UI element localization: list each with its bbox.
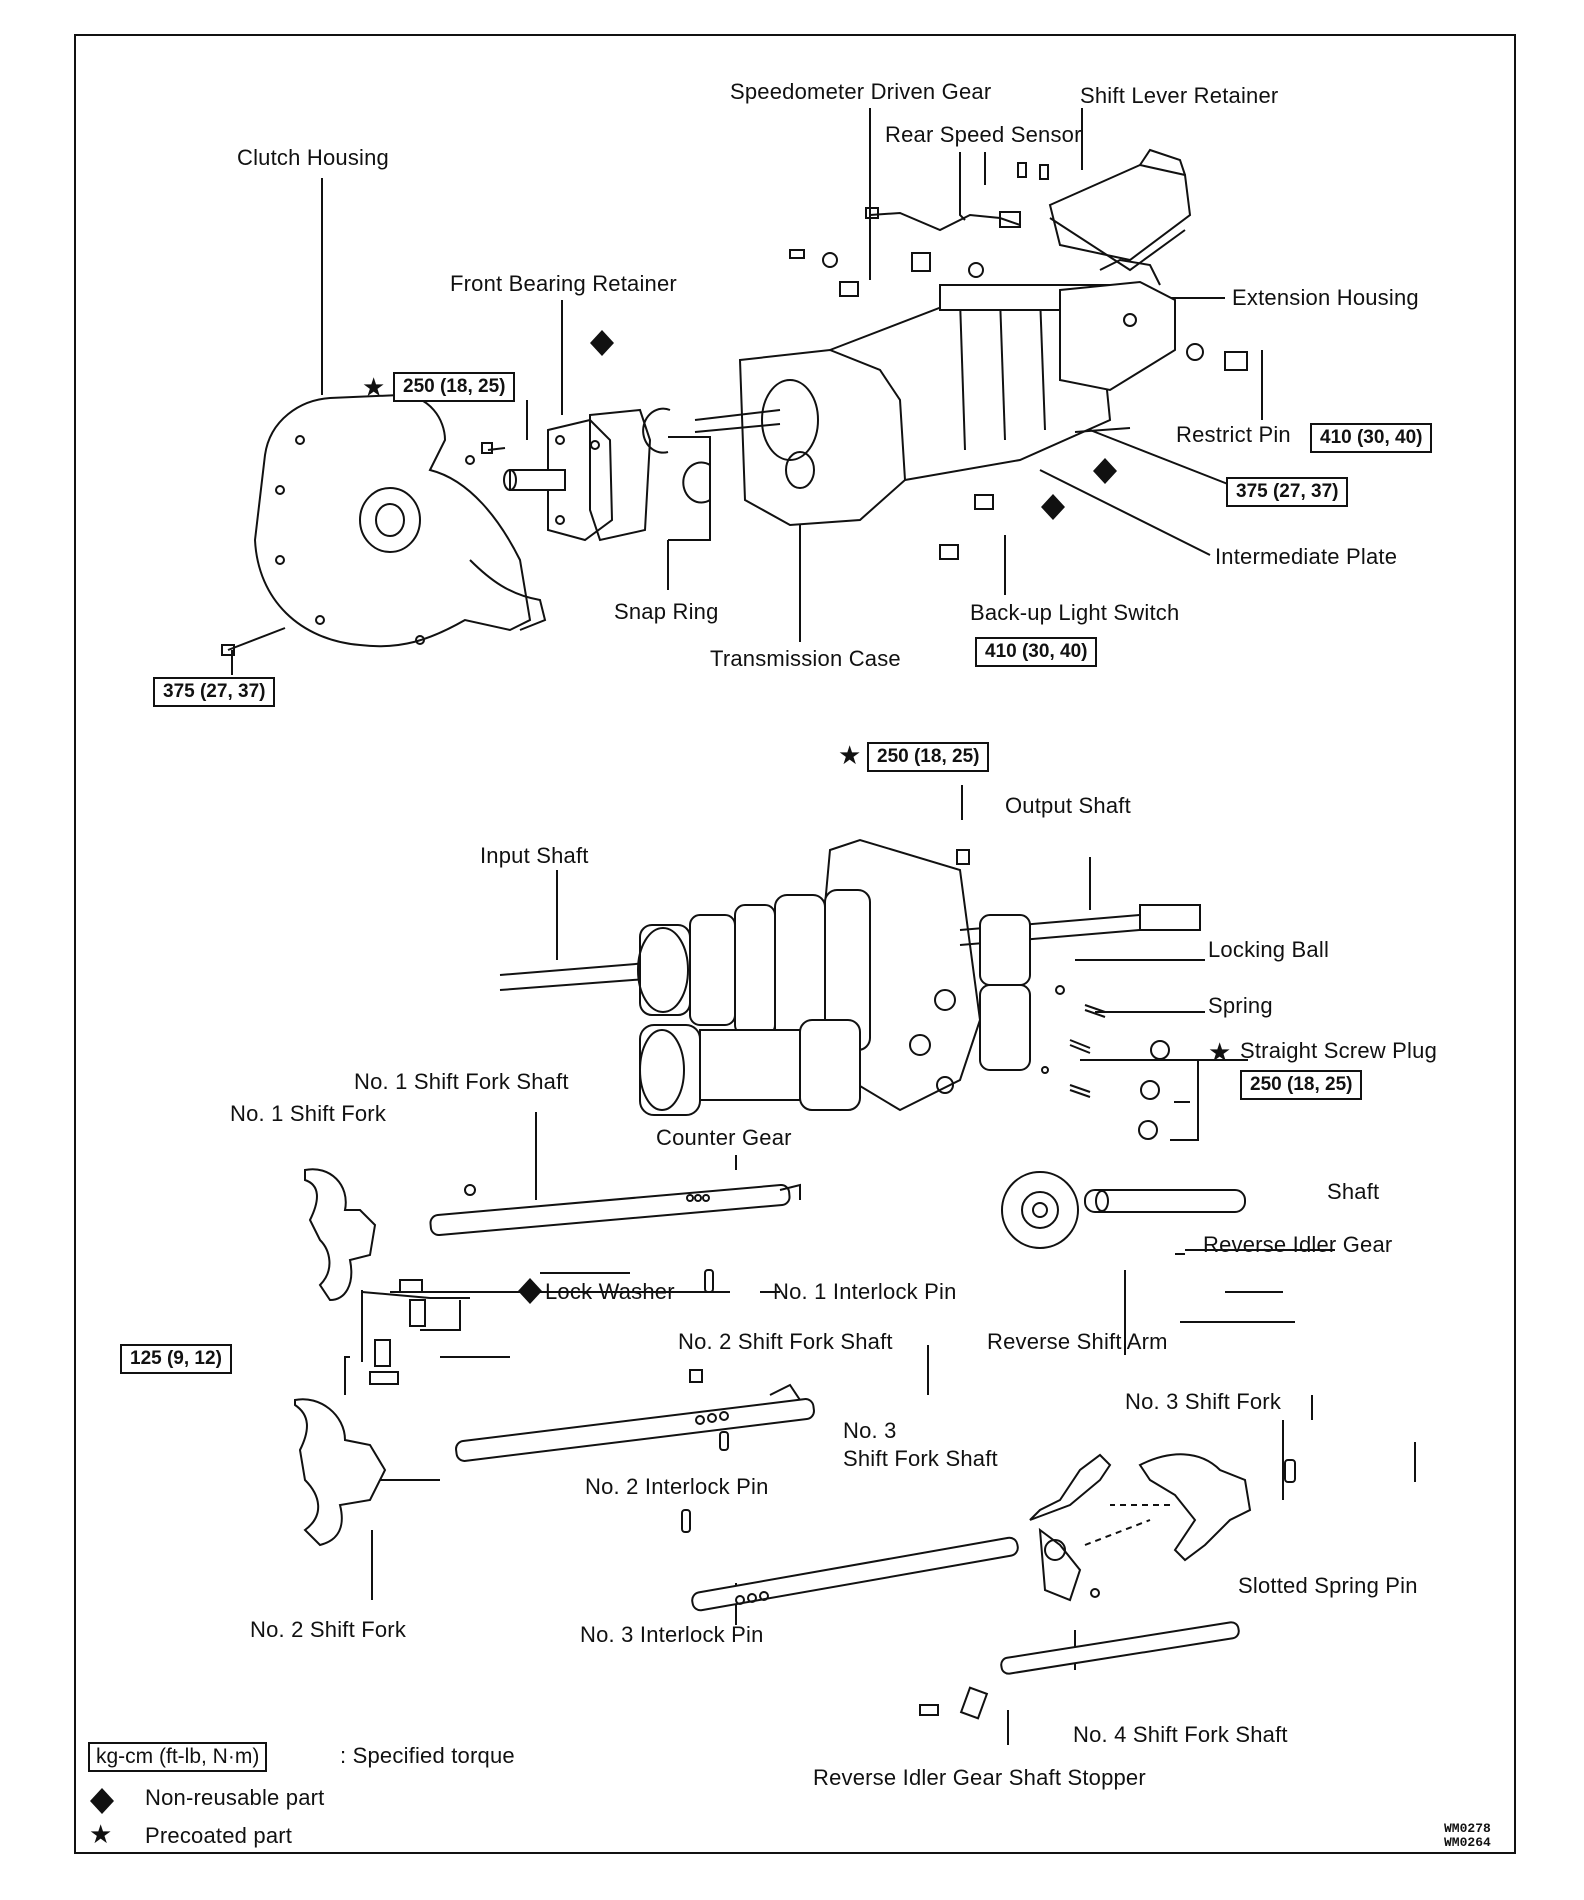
torque-straight-screw-plug: 250 (18, 25): [1240, 1070, 1363, 1100]
figure-code-1: WM0278: [1444, 1821, 1491, 1836]
label-no2-interlock-pin: No. 2 Interlock Pin: [585, 1474, 769, 1499]
label-counter-gear: Counter Gear: [656, 1125, 792, 1150]
legend-star-icon: ★: [89, 1819, 113, 1849]
no4-shift-fork-shaft-part: [919, 1621, 1240, 1720]
label-shift-lever-retainer: Shift Lever Retainer: [1080, 83, 1279, 108]
label-no4-shift-fork-shaft: No. 4 Shift Fork Shaft: [1073, 1722, 1288, 1747]
transmission-case-part: [694, 258, 1176, 527]
precoated-star-icon: ★: [362, 372, 386, 402]
no2-shift-fork-part: [294, 1369, 815, 1547]
label-straight-screw-plug: Straight Screw Plug: [1240, 1038, 1437, 1063]
snap-rings-part: [642, 407, 711, 504]
lock-washer-bolts-part: [369, 1269, 714, 1385]
label-speedometer-driven-gear: Speedometer Driven Gear: [730, 79, 992, 104]
no1-shift-fork-part: [304, 1168, 801, 1302]
label-no3-interlock-pin: No. 3 Interlock Pin: [580, 1622, 764, 1647]
label-intermediate-plate: Intermediate Plate: [1215, 544, 1398, 569]
label-slotted-spring-pin: Slotted Spring Pin: [1238, 1573, 1418, 1598]
legend-precoated: Precoated part: [145, 1823, 293, 1848]
label-reverse-shift-arm: Reverse Shift Arm: [987, 1329, 1168, 1354]
label-input-shaft: Input Shaft: [480, 843, 589, 868]
label-spring: Spring: [1208, 993, 1273, 1018]
precoated-star-icon: ★: [838, 740, 862, 770]
label-restrict-pin: Restrict Pin: [1176, 422, 1291, 447]
diagram-frame: [74, 34, 1516, 1854]
torque-restrict-pin: 410 (30, 40): [1310, 423, 1433, 453]
label-back-up-light-switch: Back-up Light Switch: [970, 600, 1180, 625]
reverse-idler-gear-part: [1001, 1171, 1246, 1249]
label-transmission-case: Transmission Case: [710, 646, 901, 671]
torque-front-bearing-retainer: 250 (18, 25): [393, 372, 516, 402]
label-clutch-housing: Clutch Housing: [237, 145, 389, 170]
label-no1-interlock-pin: No. 1 Interlock Pin: [773, 1279, 957, 1304]
label-snap-ring: Snap Ring: [614, 599, 719, 624]
label-lock-washer: Lock Washer: [545, 1279, 675, 1304]
label-locking-ball: Locking Ball: [1208, 937, 1330, 962]
label-no3-shift-fork-shaft-line2: Shift Fork Shaft: [843, 1446, 998, 1471]
small-bolts-part: [789, 162, 1248, 560]
label-no2-shift-fork-shaft: No. 2 Shift Fork Shaft: [678, 1329, 893, 1354]
legend-unit-text: : Specified torque: [340, 1743, 515, 1768]
figure-code-2: WM0264: [1444, 1835, 1491, 1850]
symbol-markers: [90, 330, 1117, 1814]
label-reverse-idler-gear-shaft-stopper: Reverse Idler Gear Shaft Stopper: [813, 1765, 1146, 1790]
legend-unit-box: kg-cm (ft-lb, N·m): [88, 1742, 268, 1772]
label-extension-housing: Extension Housing: [1232, 285, 1419, 310]
label-no1-shift-fork-shaft: No. 1 Shift Fork Shaft: [354, 1069, 569, 1094]
shift-lever-retainer-part: [1048, 148, 1192, 272]
no3-shift-fork-shaft-part: [681, 1453, 1296, 1612]
label-no2-shift-fork: No. 2 Shift Fork: [250, 1617, 407, 1642]
label-front-bearing-retainer: Front Bearing Retainer: [450, 271, 677, 296]
label-output-shaft: Output Shaft: [1005, 793, 1131, 818]
label-no3-shift-fork-shaft-line1: No. 3: [843, 1418, 897, 1443]
label-rear-speed-sensor: Rear Speed Sensor: [885, 122, 1082, 147]
label-reverse-idler-gear: Reverse Idler Gear: [1203, 1232, 1393, 1257]
torque-output-shaft: 250 (18, 25): [867, 742, 990, 772]
torque-clutch-housing: 375 (27, 37): [153, 677, 276, 707]
torque-back-up-light-switch: 410 (30, 40): [975, 637, 1098, 667]
clutch-housing-part: [221, 393, 547, 656]
torque-lock-washer-bolts: 125 (9, 12): [120, 1344, 232, 1374]
label-no3-shift-fork: No. 3 Shift Fork: [1125, 1389, 1282, 1414]
torque-intermediate-plate: 375 (27, 37): [1226, 477, 1349, 507]
precoated-star-icon: ★: [1208, 1037, 1232, 1067]
label-no1-shift-fork: No. 1 Shift Fork: [230, 1101, 387, 1126]
gear-train-part: [499, 838, 1201, 1140]
legend-non-reusable: Non-reusable part: [145, 1785, 325, 1810]
label-shaft: Shaft: [1327, 1179, 1380, 1204]
front-bearing-retainer-part: [481, 408, 652, 542]
